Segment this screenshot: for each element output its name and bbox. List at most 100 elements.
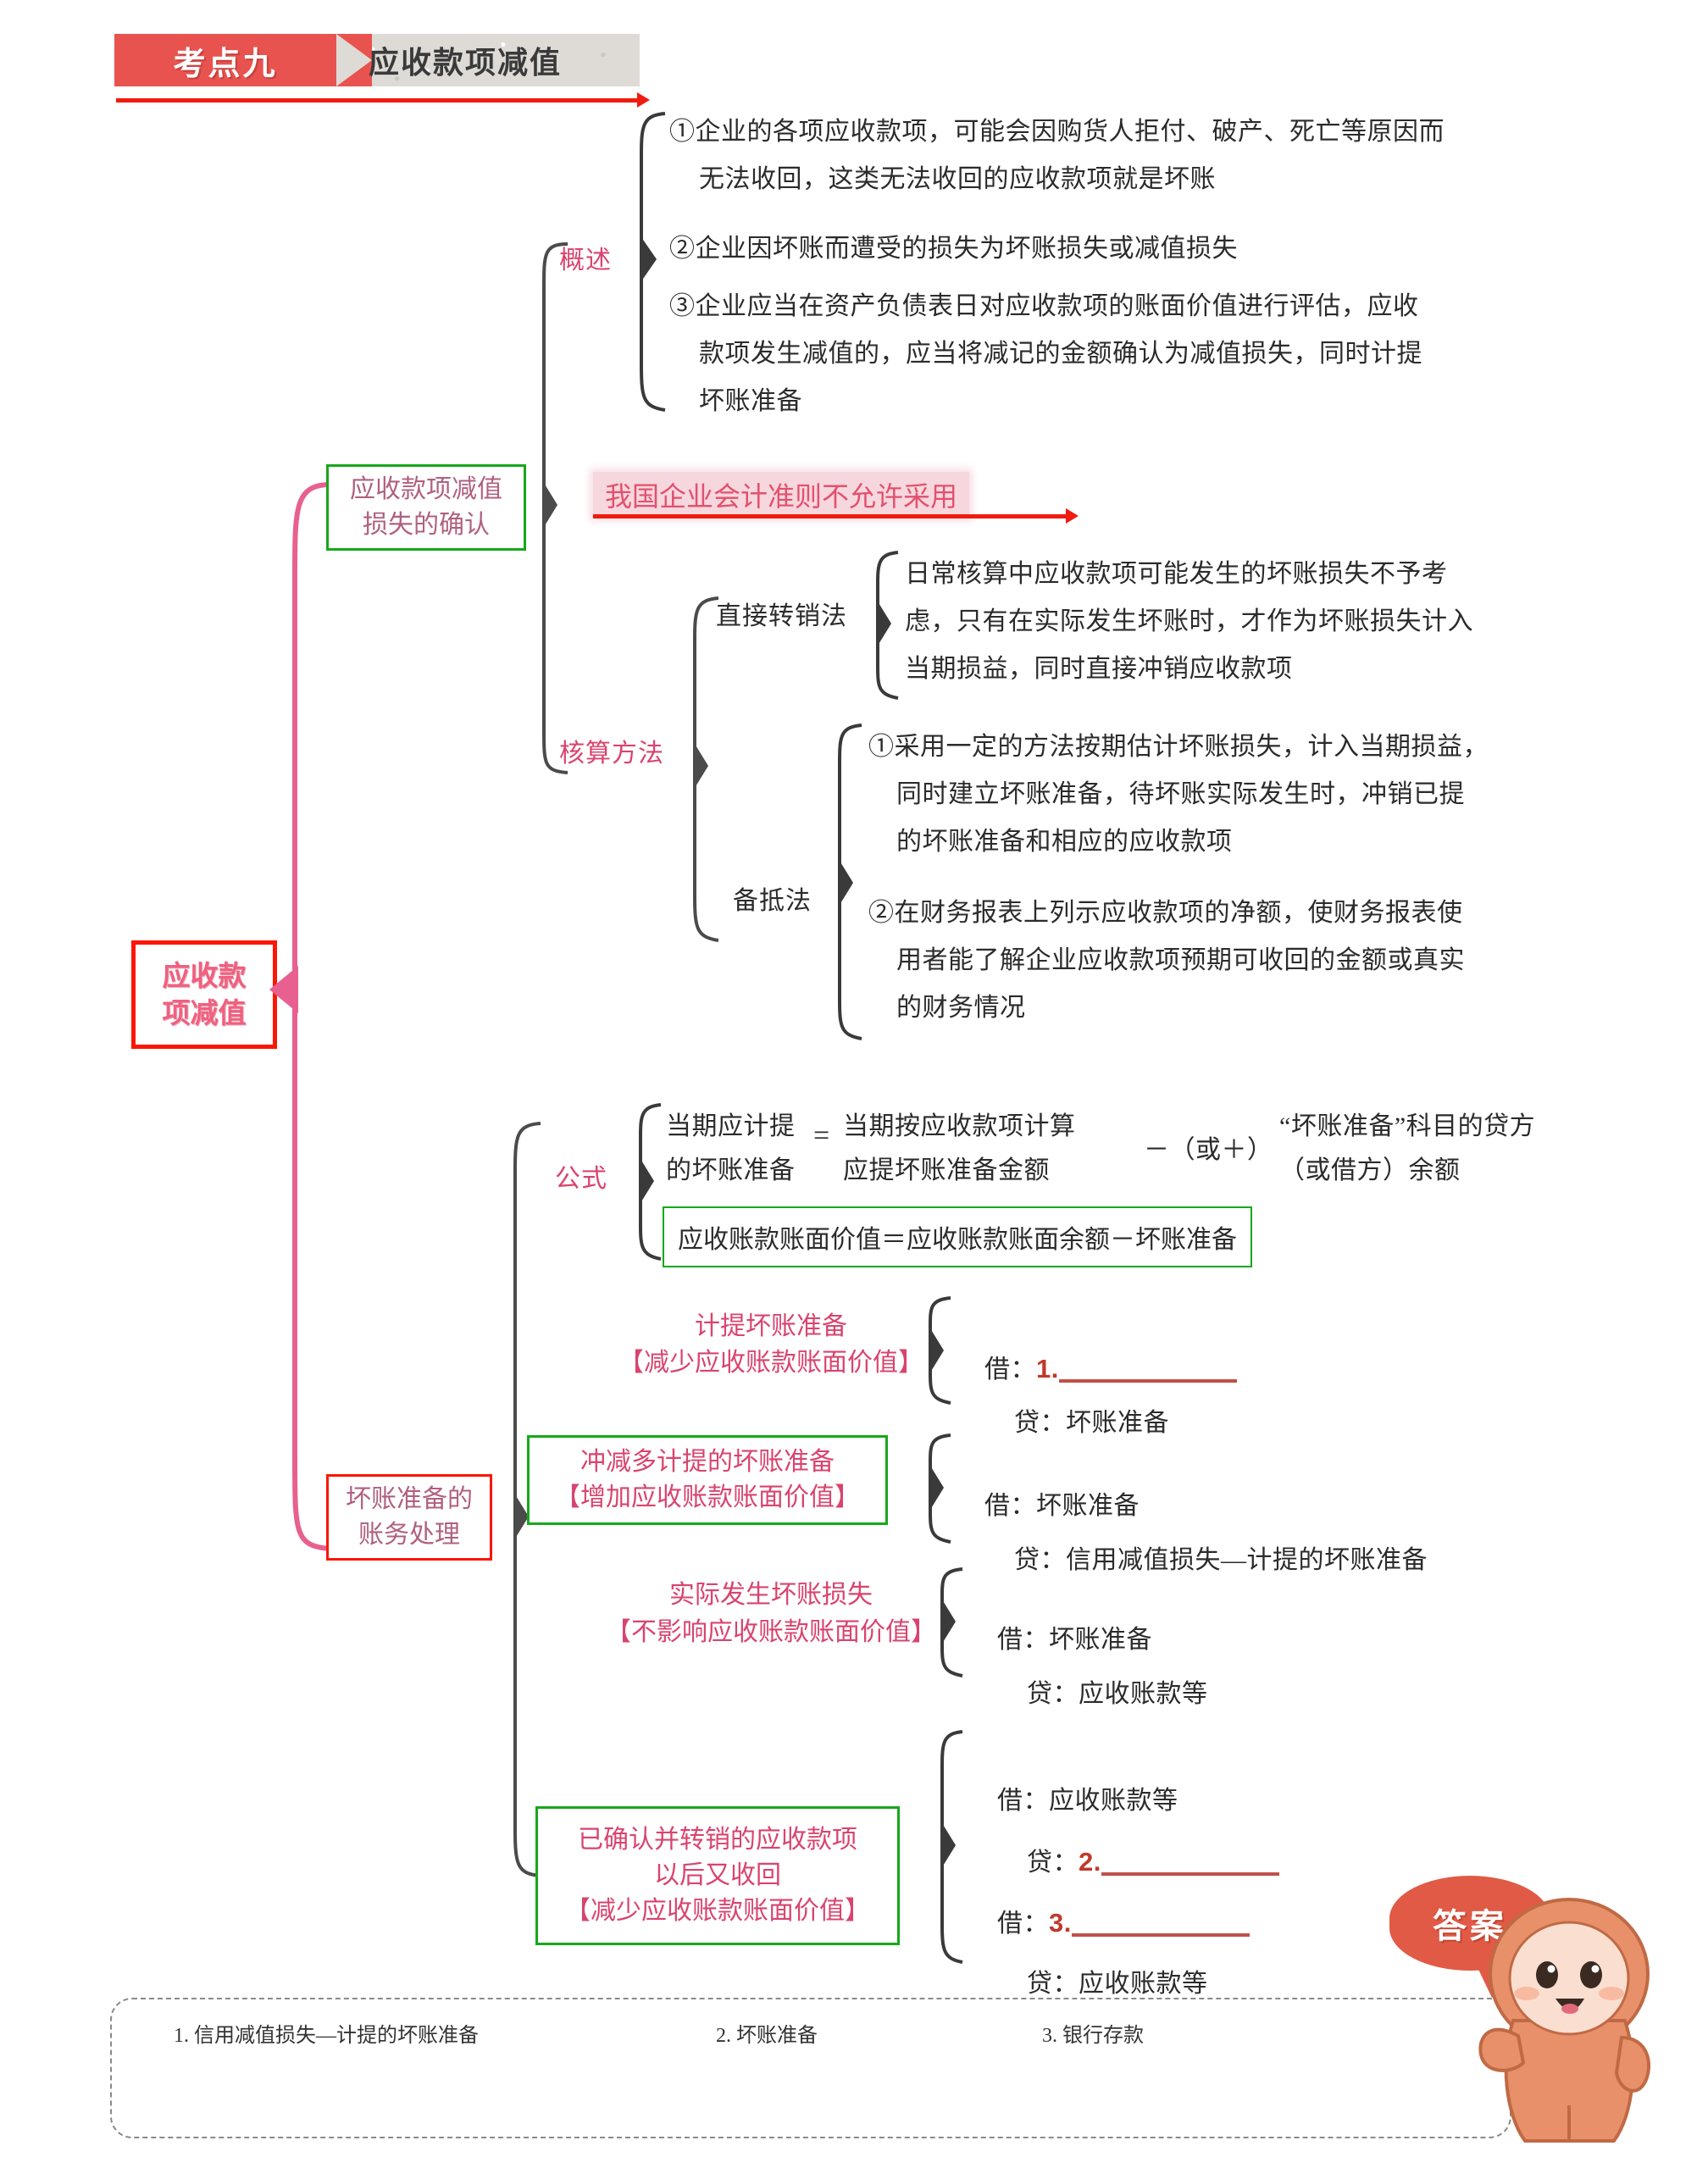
branch-node-bad-debt-processing[interactable]: 坏账准备的 账务处理 [326,1474,492,1561]
answer-item-1: 1. 信用减值损失—计提的坏账准备 [174,2025,479,2047]
formula-operator: －（或＋） [1144,1136,1273,1164]
entry-2-bracket [929,1433,951,1544]
branch1-children-bracket [542,242,568,774]
label-direct-writeoff-method[interactable]: 直接转销法 [716,602,847,630]
entry-2-row-1-value: 坏账准备 [1036,1492,1140,1520]
answer-item-3: 3. 银行存款 [1042,2025,1144,2047]
entry-3-title-line-1: 实际发生坏账损失 [669,1581,873,1609]
entry-4-title-line-3: 【减少应收账款账面价值】 [565,1897,870,1925]
entry-4-row-1: 借：应收账款等 [970,1730,1178,1872]
answer-bubble-label: 答案 [1433,1908,1507,1945]
formula-lhs-line-1: 当期应计提 [666,1112,796,1140]
formula-rhs1-line-1: 当期按应收款项计算 [843,1112,1076,1140]
entry-3-row-1: 借：坏账准备 [970,1569,1152,1711]
formula-rhs2-line-2: （或借方）余额 [1279,1156,1461,1184]
entry-4-title-line-2: 以后又收回 [654,1861,781,1889]
entry-4-row-4-side: 贷： [1027,1970,1079,1998]
entry-1-row-1: 借：1. [957,1298,1237,1441]
direct-writeoff-line-3: 当期损益，同时直接冲销应收款项 [905,655,1293,683]
allowance-method-bracket [838,724,862,1040]
formula-rhs2-line-1: “坏账准备”科目的贷方 [1279,1112,1536,1140]
allowance-item-1-line-1: ①采用一定的方法按期估计坏账损失，计入当期损益， [868,733,1489,761]
central-topic-node[interactable]: 应收款 项减值 [131,940,277,1049]
entry-2-title-line-2: 【增加应收账款账面价值】 [555,1483,860,1511]
label-accounting-methods[interactable]: 核算方法 [559,740,664,768]
entry-1-row-1-blank-no: 1. [1036,1354,1059,1383]
label-allowance-method[interactable]: 备抵法 [733,887,812,915]
entry-2-row-1: 借：坏账准备 [957,1435,1140,1578]
branch-node-impairment-recognition[interactable]: 应收款项减值 损失的确认 [326,464,526,551]
entry-4-row-4-value: 应收账款等 [1079,1970,1208,1998]
allowance-item-1-line-2: 同时建立坏账准备，待坏账实际发生时，冲销已提 [896,780,1465,808]
accounting-methods-bracket [693,596,719,942]
entry-2-title-box[interactable]: 冲减多计提的坏账准备 【增加应收账款账面价值】 [527,1435,888,1525]
label-overview[interactable]: 概述 [559,247,612,274]
entry-4-row-3-side: 借： [997,1910,1049,1938]
header-title-plate [336,34,640,86]
formula-bracket [639,1103,662,1261]
entry-4-row-2-blank-no: 2. [1079,1847,1101,1877]
formula-equals-sign: = [813,1120,830,1151]
entry-2-row-2-value: 信用减值损失—计提的坏账准备 [1066,1546,1428,1574]
entry-1-row-2-value: 坏账准备 [1066,1409,1169,1437]
entry-3-row-2-value: 应收账款等 [1079,1680,1208,1708]
branch2-line-2: 账务处理 [358,1521,460,1549]
entry-4-title-line-1: 已确认并转销的应收款项 [578,1826,857,1854]
allowance-item-2-line-3: 的财务情况 [896,994,1026,1022]
entry-2-row-2-side: 贷： [1014,1546,1066,1574]
highlight-underline-arrow [593,508,1079,524]
entry-4-row-4: 贷：应收账款等 [1000,1913,1208,2055]
entry-4-row-1-value: 应收账款等 [1049,1787,1178,1815]
entry-3-title-line-2: 【不影响应收账款账面价值】 [606,1618,936,1646]
entry-1-title-line-2: 【减少应收账款账面价值】 [618,1349,923,1377]
entry-4-row-3: 借：3. [970,1852,1250,1995]
entry-4-row-1-side: 借： [997,1787,1049,1815]
entry-1-row-2-side: 贷： [1014,1409,1066,1437]
allowance-item-2-line-2: 用者能了解企业应收款项预期可收回的金额或真实 [896,946,1465,974]
entry-4-bracket [940,1730,963,1964]
entry-1-row-1-blank[interactable] [1058,1379,1237,1383]
direct-writeoff-text-bracket [876,551,899,700]
label-formula[interactable]: 公式 [555,1165,607,1193]
entry-1-bracket [929,1296,951,1405]
header-badge-plate [114,34,336,86]
header-badge-label: 考点九 [173,46,278,82]
overview-items-bracket [640,112,666,412]
header-badge-arrow [336,34,372,86]
answer-item-2: 2. 坏账准备 [716,2025,818,2047]
branch1-line-2: 损失的确认 [363,511,490,539]
entry-4-row-2-blank[interactable] [1101,1872,1279,1876]
entry-2-title-line-1: 冲减多计提的坏账准备 [580,1448,835,1476]
entry-2-row-1-side: 借： [984,1492,1036,1520]
entry-1-title-line-1: 计提坏账准备 [695,1312,847,1340]
formula-boxed-equation: 应收账款账面价值＝应收账款账面余额－坏账准备 [663,1206,1252,1267]
entry-3-row-1-value: 坏账准备 [1049,1626,1152,1654]
entry-4-row-2-side: 贷： [1027,1849,1079,1877]
header-underline-arrow [116,92,650,108]
entry-4-row-2: 贷：2. [1000,1791,1279,1934]
page-title: 应收款项减值 [369,45,563,80]
central-topic-line-1: 应收款 [162,960,247,991]
entry-3-row-2: 贷：应收账款等 [1000,1623,1208,1766]
overview-item-3-line-2: 款项发生减值的，应当将减记的金额确认为减值损失，同时计提 [699,340,1422,368]
entry-4-row-3-blank[interactable] [1071,1933,1250,1937]
entry-3-row-2-side: 贷： [1027,1680,1079,1708]
allowance-item-1-line-3: 的坏账准备和相应的应收款项 [896,828,1233,856]
formula-rhs1-line-2: 应提坏账准备金额 [843,1156,1050,1184]
overview-item-1-line-2: 无法收回，这类无法收回的应收款项就是坏账 [699,165,1216,193]
overview-item-1-line-1: ①企业的各项应收款项，可能会因购货人拒付、破产、死亡等原因而 [669,118,1445,146]
overview-item-3-line-3: 坏账准备 [699,387,802,415]
branch2-children-bracket [513,1122,541,1877]
entry-2-row-2: 贷：信用减值损失—计提的坏账准备 [987,1489,1428,1632]
main-spine-connector [292,482,331,1551]
highlight-not-allowed-note: 我国企业会计准则不允许采用 [593,472,970,518]
allowance-item-2-line-1: ②在财务报表上列示应收款项的净额，使财务报表使 [868,899,1463,927]
page-header: 考点九 应收款项减值 [114,34,640,86]
direct-writeoff-line-2: 虑，只有在实际发生坏账时，才作为坏账损失计入 [905,607,1473,635]
entry-1-row-1-side: 借： [984,1356,1036,1383]
formula-lhs-line-2: 的坏账准备 [666,1156,796,1184]
branch2-line-1: 坏账准备的 [346,1485,473,1513]
entry-3-row-1-side: 借： [997,1626,1049,1654]
entry-4-title-box[interactable]: 已确认并转销的应收款项 以后又收回 【减少应收账款账面价值】 [535,1806,900,1945]
